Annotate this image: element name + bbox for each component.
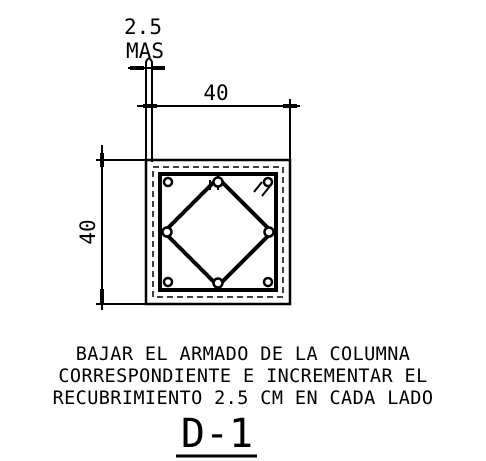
note-line: BAJAR EL ARMADO DE LA COLUMNA [75,344,411,365]
rebar-corner-bottom-right [262,276,274,288]
perimeter-tie [158,172,278,292]
cover-extension-lines [145,57,153,162]
note-line: RECUBRIMIENTO 2.5 CM EN CADA LADO [52,388,434,409]
note-line: CORRESPONDIENTE E INCREMENTAR EL [58,366,428,387]
added-cover-dashed-outline [152,166,284,298]
perimeter-tie-hook [253,181,271,197]
rebar-mid-top [212,176,224,188]
cover-dimension: 2.5 MAS [124,15,165,162]
cover-dimension-value: 2.5 [124,15,162,39]
height-dimension: 40 [76,145,146,310]
cover-dimension-label: MAS [126,39,164,63]
rebar-mid-right [263,226,275,238]
detail-title: D-1 [176,411,257,458]
column-outline [144,158,292,306]
diamond-tie [161,175,275,289]
width-dimension-arrow-left [143,104,157,108]
detail-title-text: D-1 [181,411,253,457]
height-dimension-value: 40 [76,219,100,244]
rebar-mid-bottom [212,277,224,289]
rebar-corner-top-left [162,176,174,188]
width-dimension-value: 40 [203,81,228,105]
rebar-mid-left [161,226,173,238]
rebar-corner-bottom-left [162,276,174,288]
height-dimension-arrow-bottom [100,289,104,303]
construction-note: BAJAR EL ARMADO DE LA COLUMNA CORRESPOND… [0,344,486,410]
column-section [144,158,292,306]
cover-dimension-arrow-left [130,66,144,70]
cover-dimension-arrow-right [151,66,165,70]
width-dimension: 40 [137,81,300,161]
rebar-corner-top-right [262,176,274,188]
